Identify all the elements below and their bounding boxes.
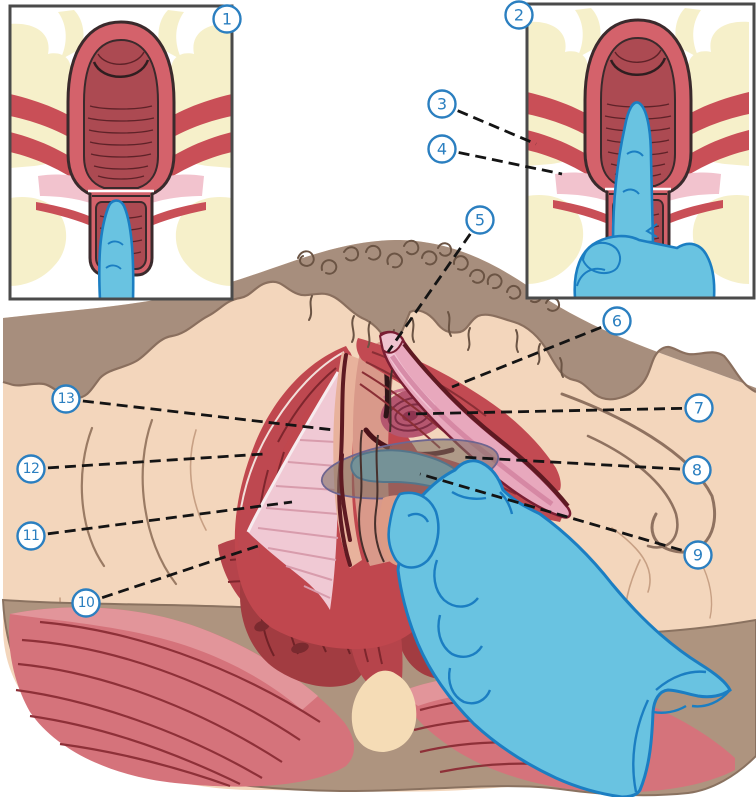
callout-circle-13 [51,384,81,414]
callout-3: 3 [427,89,457,119]
callout-number-6: 6 [612,312,622,331]
callout-circle-11 [16,521,46,551]
leader-line-7 [407,406,700,416]
callout-10: 10 [71,588,101,618]
inset-2-border [525,2,756,300]
glove-thumb [387,491,440,569]
callout-number-11: 11 [23,528,40,544]
inset2-hand [573,234,716,298]
leader-line-11 [30,500,293,538]
callout-9: 9 [683,540,713,570]
leader-line-9 [419,472,699,557]
callout-number-3: 3 [437,95,447,114]
mons-pubis [3,240,756,400]
callout-number-8: 8 [692,461,702,480]
leader-line-6 [451,319,618,389]
callout-number-12: 12 [23,461,40,477]
inset-1-border [8,4,234,301]
gluteal-muscle-left [8,607,355,788]
leader-line-10 [85,544,259,605]
leader-line-5 [386,219,482,353]
leader-line-13 [65,397,335,432]
callout-12: 12 [16,454,46,484]
callout-number-13: 13 [58,391,75,407]
callout-circle-12 [16,454,46,484]
inset1-finger-creases [105,240,124,270]
glove-crease-lines [407,490,731,793]
leader-line-8 [460,455,698,472]
inset2-hand-creases [576,150,658,287]
callout-circle-10 [71,588,101,618]
callout-6: 6 [602,306,632,336]
inset-1-panel [8,4,234,301]
callout-circle-2 [504,0,534,30]
leader-line-3 [441,102,537,146]
coccyx [351,670,417,752]
leader-line-12 [30,452,265,471]
callout-number-9: 9 [693,546,703,565]
callout-8: 8 [682,455,712,485]
callout-circle-9 [683,540,713,570]
callout-4: 4 [427,134,457,164]
mucosa-wavy-lines [358,369,393,563]
callout-5: 5 [465,205,495,235]
callout-circle-1 [212,4,242,34]
callout-11: 11 [16,521,46,551]
callout-circle-7 [684,393,714,423]
callout-7: 7 [684,393,714,423]
callout-number-1: 1 [222,10,232,29]
callout-number-4: 4 [437,140,447,159]
inset-2-panel [525,2,756,300]
callout-number-10: 10 [78,595,95,611]
hair-strands-overhang [367,317,415,348]
callout-1: 1 [212,4,242,34]
callout-number-7: 7 [694,399,704,418]
callout-circle-4 [427,134,457,164]
main-perineal-illustration [1,239,756,797]
perineal-membrane-triangle [246,371,340,610]
wound-edge-over-capsule [339,453,352,542]
callout-circle-6 [602,306,632,336]
inset2-examining-finger [611,101,655,244]
callout-circle-8 [682,455,712,485]
callout-2: 2 [504,0,534,30]
inset1-examining-finger [97,199,135,299]
examiner-glove-hand[interactable] [387,459,732,797]
leader-line-4 [441,147,563,176]
callout-circle-3 [427,89,457,119]
callout-number-5: 5 [475,211,485,230]
glove-hand-body[interactable] [396,459,732,797]
callout-circle-5 [465,205,495,235]
callout-13: 13 [51,384,81,414]
callout-number-2: 2 [514,6,524,25]
